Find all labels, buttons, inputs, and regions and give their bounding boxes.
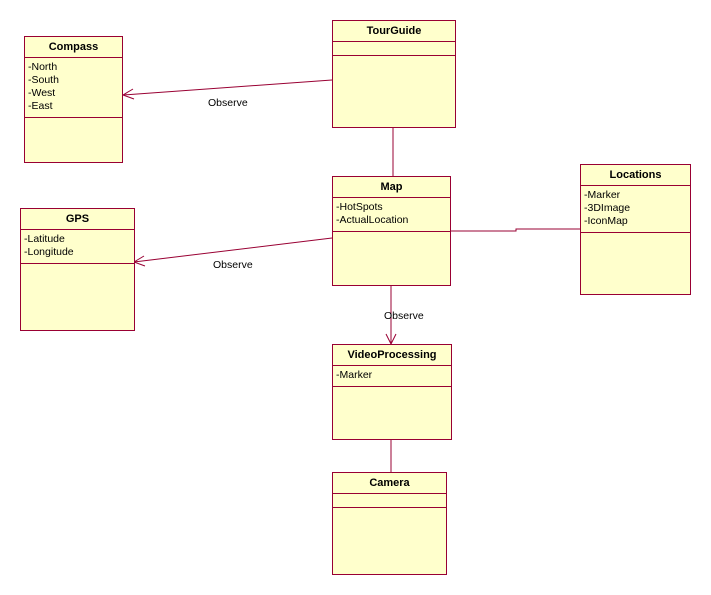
- class-name: GPS: [21, 209, 134, 230]
- attribute-item: -East: [28, 100, 53, 112]
- attribute-item: -3DImage: [584, 202, 631, 214]
- operations-compartment: [333, 508, 446, 574]
- class-compass[interactable]: Compass -North-South-West-East: [24, 36, 123, 163]
- attribute-item: -Longitude: [24, 246, 74, 258]
- class-locations[interactable]: Locations -Marker-3DImage-IconMap: [580, 164, 691, 295]
- attributes-compartment: -HotSpots-ActualLocation: [333, 198, 450, 232]
- attributes-compartment: -Marker: [333, 366, 451, 387]
- label-observe-compass: Observe: [208, 97, 248, 109]
- class-videoprocessing[interactable]: VideoProcessing -Marker: [332, 344, 452, 440]
- attribute-item: -South: [28, 74, 59, 86]
- attributes-compartment: -North-South-West-East: [25, 58, 122, 118]
- class-name: Map: [333, 177, 450, 198]
- attribute-item: -Marker: [584, 189, 621, 201]
- attribute-item: -HotSpots: [336, 201, 383, 213]
- operations-compartment: [21, 264, 134, 330]
- attribute-item: -North: [28, 61, 58, 73]
- operations-compartment: [581, 233, 690, 294]
- attributes-compartment: -Latitude-Longitude: [21, 230, 134, 264]
- attribute-item: -West: [28, 87, 56, 99]
- class-name: Compass: [25, 37, 122, 58]
- attribute-item: -IconMap: [584, 215, 628, 227]
- label-observe-videoprocessing: Observe: [384, 310, 424, 322]
- attribute-item: -Marker: [336, 369, 373, 381]
- edge-map-gps: [133, 237, 333, 263]
- attributes-compartment: -Marker-3DImage-IconMap: [581, 186, 690, 233]
- edge-tourguide-compass: [122, 79, 333, 96]
- class-map[interactable]: Map -HotSpots-ActualLocation: [332, 176, 451, 286]
- class-gps[interactable]: GPS -Latitude-Longitude: [20, 208, 135, 331]
- operations-compartment: [333, 387, 451, 439]
- attributes-compartment: [333, 42, 455, 56]
- operations-compartment: [333, 56, 455, 127]
- class-tourguide[interactable]: TourGuide: [332, 20, 456, 128]
- label-observe-gps: Observe: [213, 259, 253, 271]
- attributes-compartment: [333, 494, 446, 508]
- class-name: VideoProcessing: [333, 345, 451, 366]
- attribute-item: -Latitude: [24, 233, 65, 245]
- operations-compartment: [25, 118, 122, 162]
- class-camera[interactable]: Camera: [332, 472, 447, 575]
- attribute-item: -ActualLocation: [336, 214, 409, 226]
- operations-compartment: [333, 232, 450, 285]
- edge-map-locations: [450, 228, 580, 232]
- class-name: Camera: [333, 473, 446, 494]
- class-name: Locations: [581, 165, 690, 186]
- arrowhead-compass: [121, 88, 135, 100]
- class-name: TourGuide: [333, 21, 455, 42]
